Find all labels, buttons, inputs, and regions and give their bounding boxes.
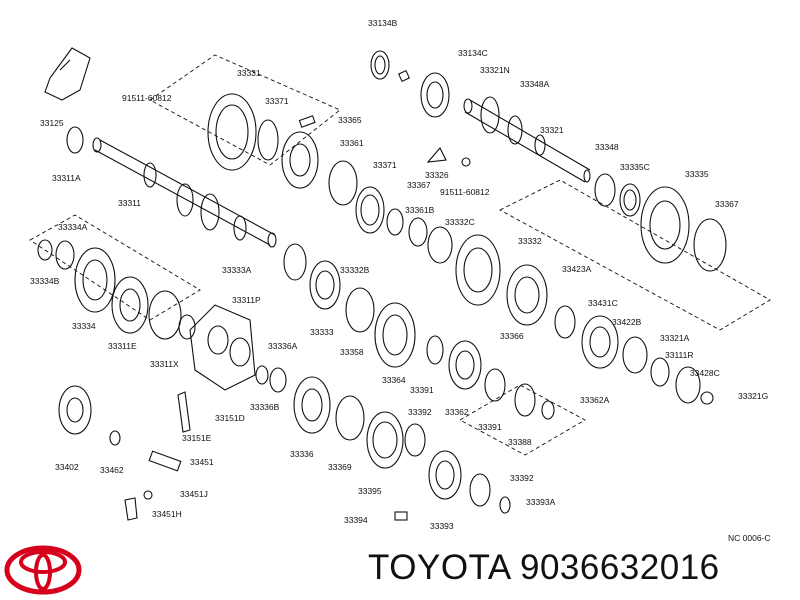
part-label: 33367 [715, 199, 739, 209]
part-label: 33431C [588, 298, 618, 308]
part-label: 33321N [480, 65, 510, 75]
part-label: 33332C [445, 217, 475, 227]
part-label: 33391 [410, 385, 434, 395]
part-label: 91511-60812 [440, 187, 490, 197]
counter-shaft [463, 96, 591, 183]
part-label: 33362A [580, 395, 610, 405]
brand-name: TOYOTA [368, 548, 510, 587]
part-label: 33348 [595, 142, 619, 152]
part-label: 33451 [190, 457, 214, 467]
part-label: 33335 [685, 169, 709, 179]
part-label: 33134B [368, 18, 398, 28]
toyota-logo [4, 545, 82, 595]
brand-part-caption: TOYOTA 9036632016 [368, 548, 720, 588]
part-label: 33394 [344, 515, 368, 525]
part-label: 33333A [222, 265, 252, 275]
dashed-group-frame-right [499, 179, 771, 331]
diagram-code: NC 0006-C [728, 533, 771, 543]
part-label: 33334A [58, 222, 88, 232]
part-label: 33423A [562, 264, 592, 274]
part-label: 33391 [478, 422, 502, 432]
part-label: 33393 [430, 521, 454, 531]
part-label: 33321G [738, 391, 768, 401]
part-label: 33348A [520, 79, 550, 89]
dashed-group-frame-upper [149, 54, 341, 166]
part-label: 33125 [40, 118, 64, 128]
part-label: 33334B [30, 276, 60, 286]
part-label: 33462 [100, 465, 124, 475]
part-label: 33134C [458, 48, 488, 58]
input-shaft [92, 137, 277, 248]
part-label: 33365 [338, 115, 362, 125]
part-label: 33151D [215, 413, 245, 423]
part-label: 33311P [232, 295, 261, 305]
part-label: 33451H [152, 509, 182, 519]
part-label: 33395 [358, 486, 382, 496]
part-label: 33366 [500, 331, 524, 341]
part-label: 33326 [425, 170, 449, 180]
part-label: 33422B [612, 317, 642, 327]
part-label: 33333 [310, 327, 334, 337]
part-labels: 33134B 33134C 33321N 33348A 33331 33371 33365 9… [30, 18, 768, 531]
parts-drawings [37, 50, 727, 521]
part-label: 33428C [690, 368, 720, 378]
part-label: 33311 [118, 198, 141, 208]
part-label: 33402 [55, 462, 79, 472]
part-label: 33321 [540, 125, 564, 135]
part-label: 33388 [508, 437, 532, 447]
part-label: 33332B [340, 265, 370, 275]
part-label: 33369 [328, 462, 352, 472]
part-label: 33111R [665, 350, 694, 360]
part-label: 33371 [373, 160, 397, 170]
part-label: 33311E [108, 341, 137, 351]
bracket-part [44, 47, 91, 101]
part-label: 33336B [250, 402, 280, 412]
part-label: 33362 [445, 407, 469, 417]
part-label: 33321A [660, 333, 690, 343]
part-label: 91511-60812 [122, 93, 172, 103]
part-label: 33332 [518, 236, 542, 246]
dashed-group-frame-left [29, 214, 201, 321]
part-label: 33392 [408, 407, 432, 417]
part-label: 33336 [290, 449, 314, 459]
part-label: 33311A [52, 173, 81, 183]
part-label: 33392 [510, 473, 534, 483]
part-label: 33361B [405, 205, 435, 215]
dashed-group-frame-lower [459, 384, 586, 456]
part-label: 33336A [268, 341, 298, 351]
part-number: 9036632016 [519, 548, 720, 587]
part-label: 33364 [382, 375, 406, 385]
part-label: 33451J [180, 489, 208, 499]
part-label: 33367 [407, 180, 431, 190]
part-label: 33361 [340, 138, 364, 148]
part-label: 33331 [237, 68, 261, 78]
part-label: 33311X [150, 359, 179, 369]
part-label: 33393A [526, 497, 556, 507]
part-label: 33334 [72, 321, 96, 331]
part-label: 33371 [265, 96, 289, 106]
part-label: 33358 [340, 347, 364, 357]
part-label: 33151E [182, 433, 212, 443]
part-label: 33335C [620, 162, 650, 172]
